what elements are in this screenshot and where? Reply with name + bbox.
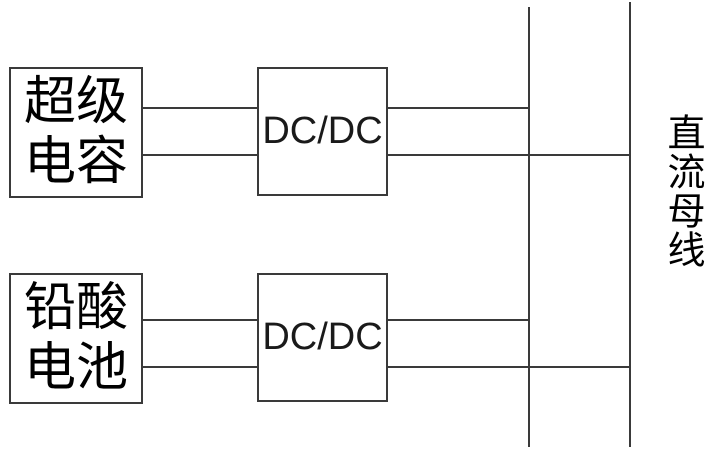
wire-dcdc-top-to-bus1 — [388, 107, 529, 109]
lead-acid-battery-box: 铅酸 电池 — [9, 273, 143, 404]
dcdc-converter-top-box: DC/DC — [257, 67, 388, 196]
wire-supercap-to-dcdc-upper — [143, 107, 257, 109]
dcdc-converter-bottom-box: DC/DC — [257, 273, 388, 402]
wire-dcdc-bottom-to-bus2 — [388, 366, 631, 368]
wire-supercap-to-dcdc-lower — [143, 154, 257, 156]
dc-bus-rail-left — [528, 7, 530, 447]
dcdc-converter-bottom-label: DC/DC — [262, 316, 383, 358]
wire-battery-to-dcdc-upper — [143, 319, 257, 321]
battery-label-line1: 铅酸 — [23, 279, 128, 337]
dc-bus-rail-right — [629, 2, 631, 447]
supercapacitor-box: 超级 电容 — [9, 67, 143, 198]
supercapacitor-label-line1: 超级 — [23, 73, 128, 131]
battery-label-line2: 电池 — [23, 339, 128, 397]
dcdc-converter-top-label: DC/DC — [262, 110, 383, 152]
dc-bus-label: 直流母线 — [661, 113, 703, 269]
wire-dcdc-top-to-bus2 — [388, 154, 631, 156]
supercapacitor-label-line2: 电容 — [23, 133, 128, 191]
wire-battery-to-dcdc-lower — [143, 366, 257, 368]
wire-dcdc-bottom-to-bus1 — [388, 319, 529, 321]
